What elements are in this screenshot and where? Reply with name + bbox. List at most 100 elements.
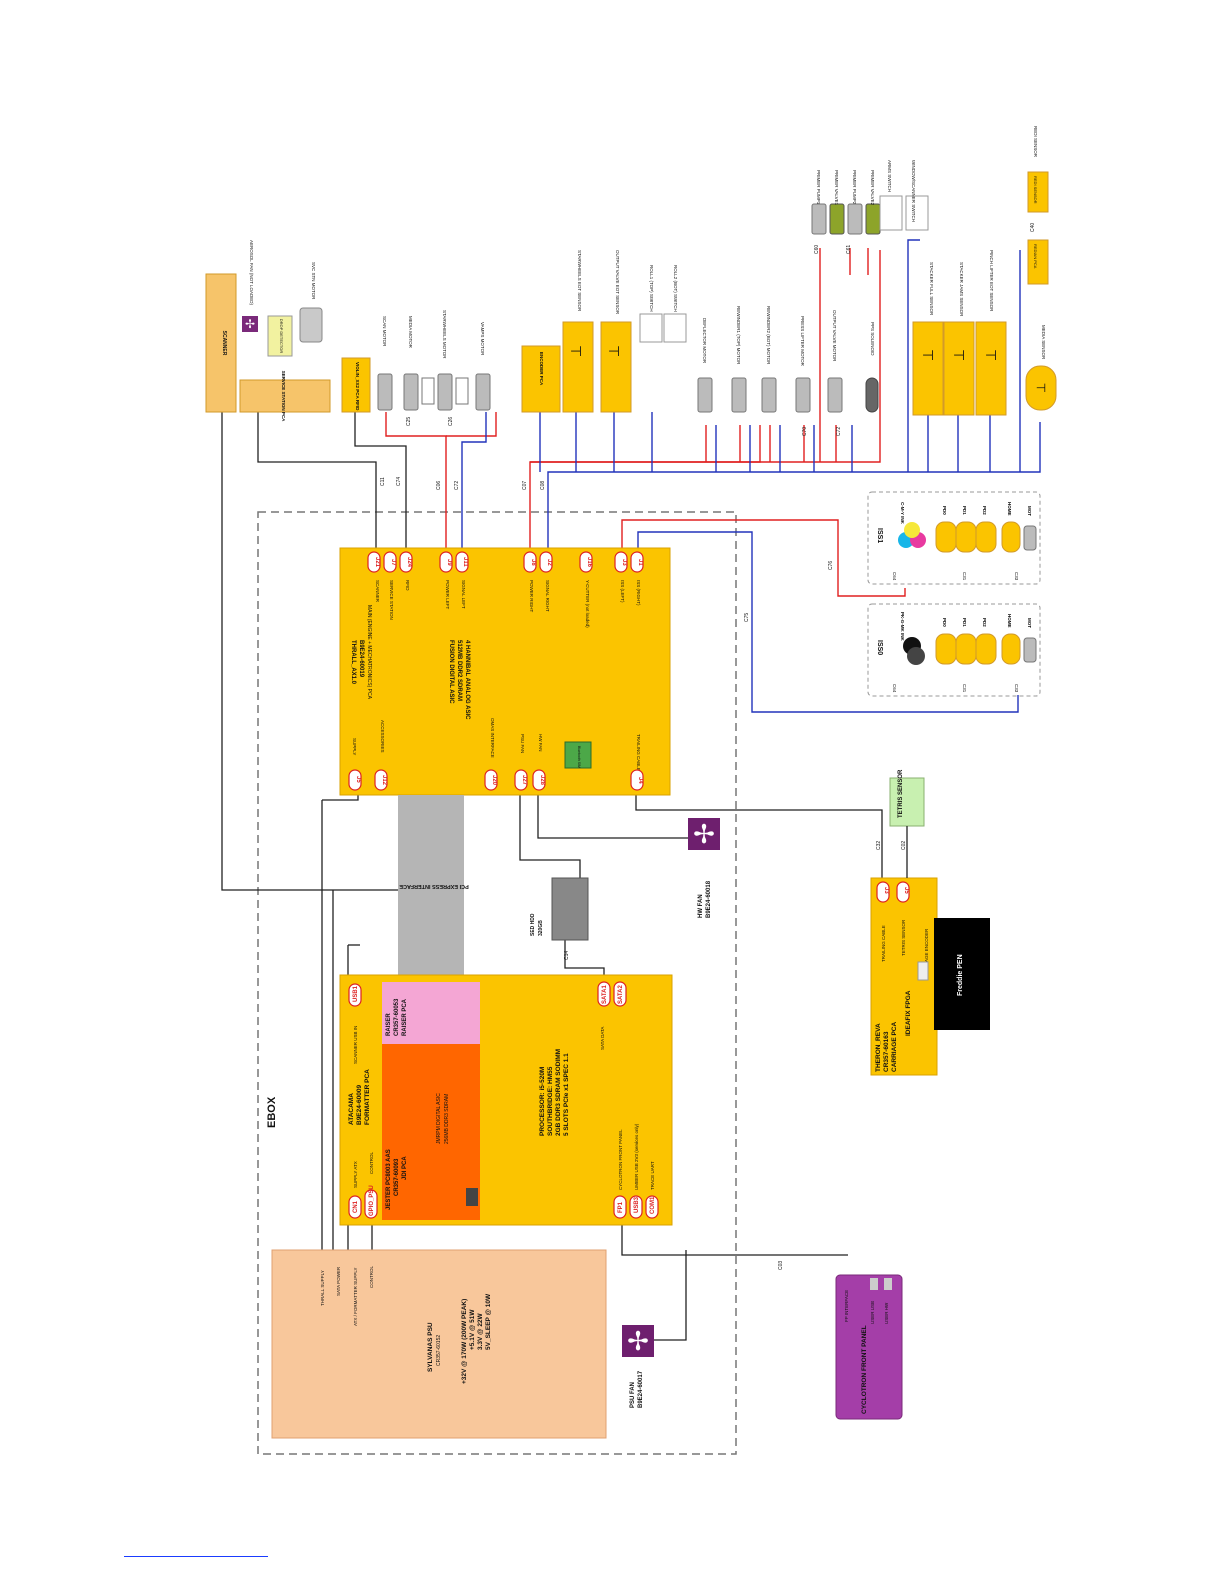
label-supply: SUPPLY	[352, 738, 357, 755]
front-panel-fp-interface: FP INTERFACE	[844, 1290, 849, 1322]
pin-label-j27: J27	[521, 775, 527, 786]
scanner-box	[205, 273, 237, 413]
formatter-part: B9E24-60009	[356, 1085, 363, 1125]
psu-label-thrall: THRALL SUPPLY	[320, 1270, 325, 1306]
pin-label-j28: J28	[539, 775, 545, 786]
formatter-label-scanner-usb: SCANNER USB IN	[353, 1026, 358, 1064]
cable-c07: C07	[522, 481, 528, 490]
formatter-label-umber-usb: UMBER USB 2V3 (services only)	[634, 1123, 639, 1190]
redi-sensor	[1027, 171, 1049, 213]
carriage-name: THERON_REVA	[875, 1023, 882, 1072]
pin-carriage-j5	[896, 881, 910, 903]
aerosol-fan-icon	[242, 316, 258, 332]
output-valve-eot-sensor-label: OUTPUT VALVE EOT SENSOR	[615, 250, 620, 315]
press-lifter-motor-label: PRESS LIFTER MOTOR	[800, 316, 805, 367]
pin-j16	[579, 551, 593, 573]
formatter-desc: FORMATTER PCA	[364, 1069, 371, 1125]
jester-line1: JESTER PC8003 AAS	[386, 1149, 392, 1210]
main-pca-asic-line3: 4 HANNIBAL ANALOG ASIC	[464, 640, 470, 720]
label-omas-interface: OMAS INTERFACE	[490, 718, 495, 758]
label-psu-fan: PSU FAN	[520, 734, 525, 753]
carriage-label-trailing: TRAILING CABLE	[881, 925, 886, 962]
processor-line2: SOUTHBRIDGE: HM55	[547, 1066, 554, 1136]
cable-c11: C11	[380, 477, 386, 486]
front-panel-name: CYCLOTRON FRONT PANEL	[861, 1325, 868, 1414]
label-service-station: SERVICE STATION	[389, 580, 394, 620]
photo-sensor-icon: ⊣	[985, 347, 997, 363]
pin-usb1	[348, 983, 362, 1007]
cable-c61: C61	[846, 245, 852, 254]
pin-label-sata2: SATA2	[618, 985, 624, 1004]
cable-c26: C26	[448, 417, 454, 426]
hw-fan-part: B9E24-60018	[706, 880, 712, 918]
front-panel-user-hw: USER HW	[884, 1302, 889, 1324]
cable-c08: C08	[540, 481, 546, 490]
pin-label-j21: J21	[374, 557, 380, 568]
redi-pca	[1027, 239, 1049, 285]
primer-valve1-label: PRIMER VALVE1	[834, 170, 839, 206]
cable-c70: C70	[802, 427, 808, 436]
stacker-jams-pca	[943, 321, 975, 416]
power-wiring	[385, 248, 906, 597]
iss1-home-label: HOME	[1007, 502, 1012, 516]
stacker-jams-label: STACKER JAMS SENSOR	[959, 262, 964, 317]
sed-hdd-name: SED HDD	[530, 913, 536, 936]
hw-fan-icon	[688, 818, 720, 850]
pin-fp1	[613, 1195, 627, 1219]
encoder-strip-icon	[917, 961, 929, 981]
pin-label-sata1: SATA1	[602, 985, 608, 1004]
photo-sensor-icon: ⊣	[922, 347, 934, 363]
pci-express-label: PCI EXPRESS INTERFACE	[399, 883, 469, 889]
encoder-pca-label: ENCODER PCA	[539, 352, 544, 386]
pin-cn1	[348, 1195, 362, 1219]
pin-j4	[630, 769, 644, 791]
rewinder1-motor-label: REWINDER1 (TOP) MOTOR	[736, 306, 741, 365]
label-trailing-cable: TRAILING CABLE	[636, 734, 641, 771]
bluetooth-module	[564, 741, 592, 769]
cable-c75: C75	[744, 613, 750, 622]
psu-spec-2: +5.1V @ 51W	[469, 1309, 476, 1350]
pin-sata2	[613, 981, 627, 1007]
pin-j28	[532, 769, 546, 791]
stacker-full-label: STACKER FULL SENSOR	[929, 262, 934, 316]
pin-label-j9: J9	[446, 559, 452, 566]
iss1-c33: C33	[1014, 572, 1019, 581]
iss1-label: ISS1	[876, 528, 883, 543]
psu-spec-4: 5V_SLEEP @ 10W	[485, 1293, 492, 1350]
pin-label-usb3: USB3	[634, 1196, 640, 1213]
front-panel-user-usb: USER USB	[870, 1301, 875, 1324]
pin-label-j20: J20	[491, 775, 497, 786]
label-signal-right: SIGNAL RIGHT	[545, 580, 550, 612]
carriage-part: CR357-60163	[883, 1031, 890, 1072]
pin-label-j12: J12	[381, 775, 387, 786]
raiser-line2: CR357-60053	[394, 998, 400, 1036]
psu-label-sata: SATA POWER	[336, 1266, 341, 1296]
pin-sata1	[597, 981, 611, 1007]
scan-motor-label: SCAN MOTOR	[382, 316, 387, 347]
cable-c72: C72	[454, 481, 460, 490]
pin-j8	[523, 551, 537, 573]
carriage-label-encoder: CARRIAGE ENCODER	[924, 928, 929, 976]
iss0-c33: C33	[1014, 684, 1019, 693]
carriage-fpga: IDEAFIX FPGA	[905, 990, 912, 1036]
freddie-pen	[934, 918, 990, 1030]
redi-sensor-label: REDI SENSOR	[1033, 126, 1038, 158]
pps-solenoid-label: PPS SOLENOID	[870, 322, 875, 356]
rewinder2-motor-label: REWINDER2 (BOT) MOTOR	[766, 306, 771, 365]
pinch-lifter-label: PINCH LIFTER EOT SENSOR	[989, 250, 994, 312]
pin-label-j4: J4	[637, 777, 643, 784]
iss0-assembly	[867, 603, 1041, 697]
right-motors	[697, 377, 879, 413]
cable-c72b: C72	[836, 427, 842, 436]
cable-labels: C11 C74 C06 C72 C07 C08 C76 C75 C14 C32 …	[380, 223, 1036, 1270]
user-usb-port-icon	[870, 1278, 878, 1290]
label-power-right: POWER RIGHT	[529, 580, 534, 613]
photo-sensor-icon: ⊣	[570, 343, 582, 359]
cyclotron-front-panel	[835, 1274, 903, 1420]
iss1-assembly	[867, 491, 1041, 585]
pin-label-carriage-j3: J3	[883, 887, 889, 894]
label-scanner: SCANNER	[375, 580, 380, 603]
psu-label-control: CONTROL	[369, 1266, 374, 1288]
pin-j20	[484, 769, 498, 791]
